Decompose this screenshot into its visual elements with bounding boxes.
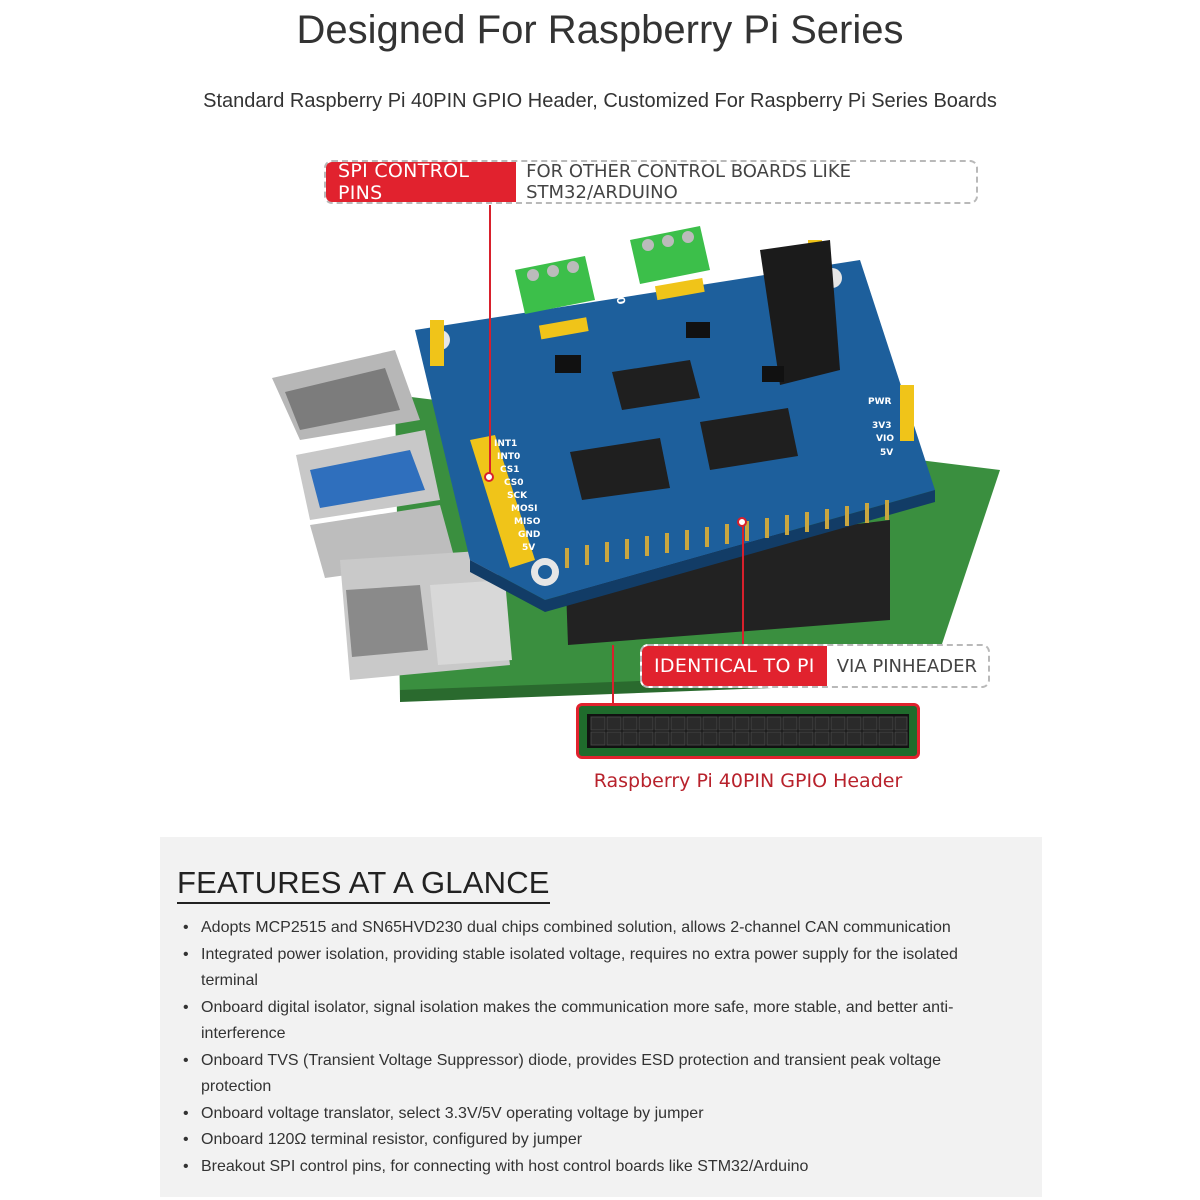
list-item: Breakout SPI control pins, for connectin… <box>180 1154 1000 1181</box>
svg-text:GND: GND <box>518 530 540 540</box>
pinheader-leader-line <box>742 525 744 645</box>
chip <box>700 408 798 470</box>
gpio-header-pins-icon <box>587 714 909 748</box>
pinheader-callout-tag: IDENTICAL TO PI <box>642 646 827 686</box>
svg-text:SCK: SCK <box>507 491 528 501</box>
pinheader-callout: IDENTICAL TO PI VIA PINHEADER <box>640 644 990 688</box>
label-can0: CAN0 <box>609 270 628 306</box>
svg-text:5V: 5V <box>522 543 535 553</box>
list-item: Integrated power isolation, providing st… <box>180 942 1000 995</box>
svg-text:VIO: VIO <box>876 434 894 444</box>
features-heading: FEATURES AT A GLANCE <box>177 865 550 904</box>
svg-text:MOSI: MOSI <box>511 504 537 514</box>
page-title: Designed For Raspberry Pi Series <box>296 8 904 52</box>
svg-text:MISO: MISO <box>514 517 541 527</box>
list-item: Adopts MCP2515 and SN65HVD230 dual chips… <box>180 915 1000 942</box>
spi-leader-line <box>489 205 491 475</box>
spi-callout-desc: FOR OTHER CONTROL BOARDS LIKE STM32/ARDU… <box>526 161 851 203</box>
list-item: Onboard 120Ω terminal resistor, configur… <box>180 1127 1000 1154</box>
terminal-block-can0 <box>630 226 710 284</box>
spi-header <box>470 435 535 568</box>
svg-text:PWR: PWR <box>868 397 892 407</box>
svg-text:CS0: CS0 <box>504 478 524 488</box>
gpio-leader-line <box>612 645 614 705</box>
svg-text:CS1: CS1 <box>500 465 520 475</box>
ethernet-port <box>340 550 512 680</box>
pinheader-leader-dot <box>737 517 747 527</box>
svg-text:INT0: INT0 <box>497 452 520 462</box>
features-panel: FEATURES AT A GLANCE Adopts MCP2515 and … <box>160 837 1042 1197</box>
board-illustration: CAN0 INT1 INT0 CS1 CS0 SCK MOSI MISO GND… <box>272 226 1000 702</box>
terminal-block-can1 <box>515 256 595 314</box>
spi-callout: SPI CONTROL PINS FOR OTHER CONTROL BOARD… <box>324 160 978 204</box>
features-list: Adopts MCP2515 and SN65HVD230 dual chips… <box>180 915 1000 1180</box>
chip <box>570 438 670 500</box>
list-item: Onboard digital isolator, signal isolati… <box>180 995 1000 1048</box>
list-item: Onboard TVS (Transient Voltage Suppresso… <box>180 1048 1000 1101</box>
svg-text:3V3: 3V3 <box>872 421 892 431</box>
gpio-caption: Raspberry Pi 40PIN GPIO Header <box>593 770 903 792</box>
chip <box>612 360 700 410</box>
pinheader-callout-desc: VIA PINHEADER <box>836 655 977 677</box>
spi-callout-tag: SPI CONTROL PINS <box>326 162 517 202</box>
svg-text:INT1: INT1 <box>494 439 517 449</box>
usb-ports <box>272 350 455 578</box>
gpio-pins <box>565 500 889 568</box>
page-subtitle: Standard Raspberry Pi 40PIN GPIO Header,… <box>203 90 997 112</box>
gpio-header-detail <box>576 703 920 759</box>
svg-text:5V: 5V <box>880 448 893 458</box>
list-item: Onboard voltage translator, select 3.3V/… <box>180 1101 1000 1128</box>
spi-leader-dot <box>484 472 494 482</box>
